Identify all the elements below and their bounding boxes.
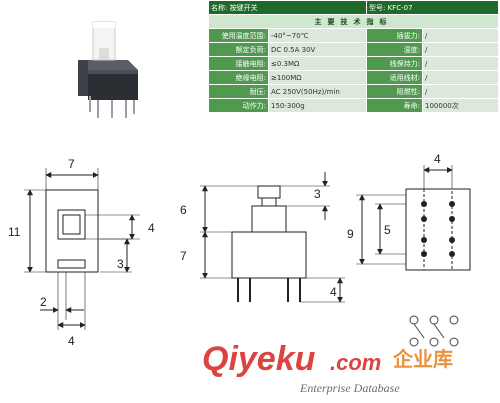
schematic-symbol xyxy=(409,315,459,347)
spec-title: 主要技术指标 xyxy=(208,14,499,29)
watermark-sub: Enterprise Database xyxy=(299,381,400,395)
name-label: 名称: xyxy=(211,3,228,12)
dim-foot-height: 9 xyxy=(347,227,354,241)
spec-label: 适用线材: xyxy=(366,70,423,85)
spec-label: 插拔力: xyxy=(366,28,423,43)
spec-value: / xyxy=(422,56,499,71)
front-stem-window xyxy=(57,209,86,240)
spec-row: 使用温度范围: -40°~70℃ 插拔力: / xyxy=(208,28,499,43)
spec-row: 动作力: 150-300g 寿命: 100000次 xyxy=(208,98,499,113)
switch-photo-body xyxy=(78,21,138,100)
spec-label: 寿命: xyxy=(366,98,423,113)
dim-foot-width: 4 xyxy=(434,152,441,166)
spec-table: 名称: 按键开关 型号: KFC-07 主要技术指标 使用温度范围: -40°~… xyxy=(208,0,499,113)
spec-value: / xyxy=(422,42,499,57)
dim-front-offset: 3 xyxy=(117,257,124,271)
spec-value: / xyxy=(422,28,499,43)
side-view xyxy=(200,172,345,303)
spec-value: ≥100MΩ xyxy=(268,70,367,85)
dim-side-stem: 6 xyxy=(180,203,187,217)
spec-row: 耐压: AC 250V(50Hz)/min 阻燃性: / xyxy=(208,84,499,99)
dim-front-window: 4 xyxy=(148,221,155,235)
dim-front-pin-gap: 2 xyxy=(40,295,47,309)
dim-side-body: 7 xyxy=(180,249,187,263)
model-label: 型号: xyxy=(369,3,386,12)
dim-front-pin-span: 4 xyxy=(68,334,75,348)
front-stem-inner xyxy=(62,214,81,235)
footprint-outline xyxy=(405,188,471,271)
spec-value: / xyxy=(422,84,499,99)
footprint-inner xyxy=(423,188,453,271)
dim-foot-pin-span: 5 xyxy=(384,223,391,237)
spec-label: 湿度: xyxy=(366,42,423,57)
side-stem-top xyxy=(257,185,281,199)
spec-value: -40°~70℃ xyxy=(268,28,367,43)
spec-row: 绝缘电阻: ≥100MΩ 适用线材: / xyxy=(208,70,499,85)
dim-side-pin: 4 xyxy=(330,285,337,299)
front-view xyxy=(24,168,140,330)
spec-row: 接触电阻: ≤0.3MΩ 线保持力: / xyxy=(208,56,499,71)
watermark-cn: 企业库 xyxy=(392,347,453,371)
spec-label: 动作力: xyxy=(208,98,269,113)
product-photo xyxy=(78,21,138,118)
dim-front-height: 11 xyxy=(8,225,21,239)
front-body-outline xyxy=(45,189,99,273)
switch-photo-pins xyxy=(89,96,135,118)
spec-row: 额定负荷: DC 0.5A 30V 湿度: / xyxy=(208,42,499,57)
spec-label: 线保持力: xyxy=(366,56,423,71)
watermark-brand: Qiyeku xyxy=(202,340,316,378)
product-name: 按键开关 xyxy=(229,3,258,12)
footprint-view xyxy=(356,165,471,271)
spec-value: 150-300g xyxy=(268,98,367,113)
spec-value: DC 0.5A 30V xyxy=(268,42,367,57)
side-stem-collar xyxy=(251,205,287,233)
front-slot xyxy=(57,259,86,269)
dim-front-width: 7 xyxy=(68,157,75,171)
product-model: KFC-07 xyxy=(387,3,413,12)
side-stem-neck xyxy=(261,197,277,207)
dim-side-stem-width: 3 xyxy=(314,187,321,201)
watermark-domain: .com xyxy=(330,350,381,375)
spec-title-row: 主要技术指标 xyxy=(208,14,499,29)
spec-value: / xyxy=(422,70,499,85)
footprint-pins xyxy=(421,201,455,257)
spec-label: 阻燃性: xyxy=(366,84,423,99)
spec-value: 100000次 xyxy=(422,98,499,113)
side-body xyxy=(231,231,307,279)
watermark: Qiyeku .com 企业库 Enterprise Database xyxy=(202,340,453,395)
